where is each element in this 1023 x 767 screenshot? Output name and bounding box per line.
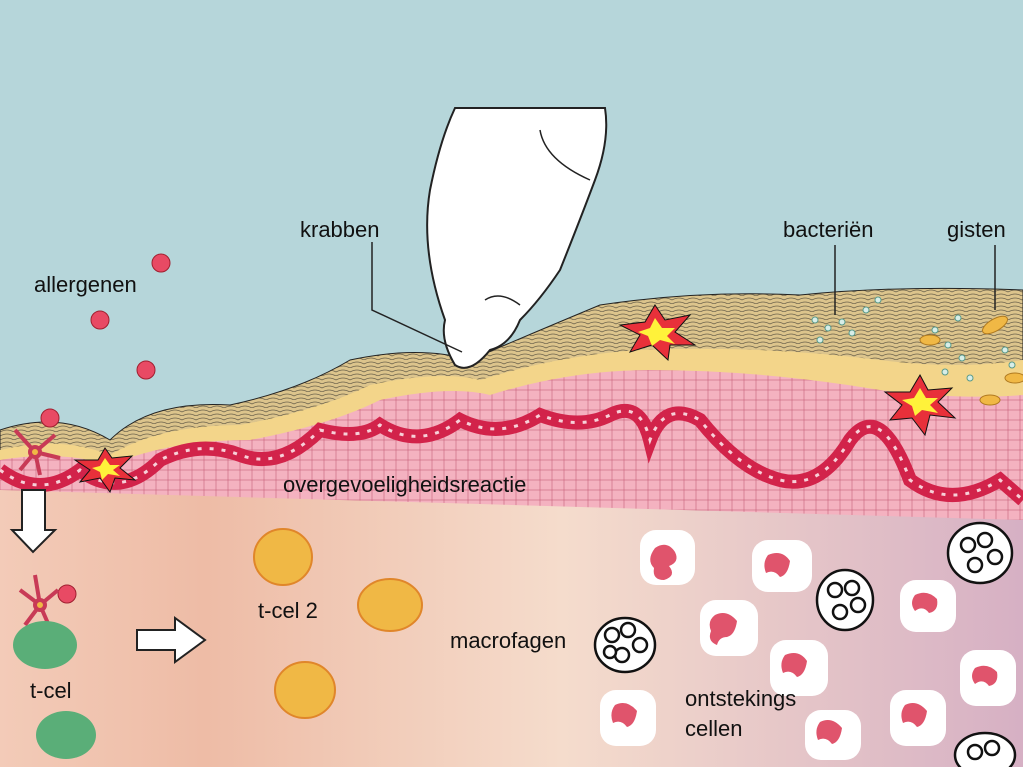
arrow-right-icon: [136, 616, 207, 664]
inflammatory-cell-group: [600, 530, 1016, 760]
dendritic-cell: [18, 574, 60, 629]
allergen-particles: [40, 253, 171, 604]
label-yeasts: gisten: [947, 217, 1006, 242]
t-cell: [36, 711, 96, 759]
label-t-cell: t-cel: [30, 678, 72, 703]
scratching-finger: [426, 107, 608, 369]
t-cell-2-group: [253, 528, 423, 719]
macrophage-group: [593, 521, 1017, 767]
bacteria-group: [811, 296, 1016, 382]
damage-burst-icon: [883, 373, 957, 437]
label-allergens: allergenen: [34, 272, 137, 297]
label-scratching: krabben: [300, 217, 380, 242]
label-inflammatory-cells-1: ontstekings: [685, 686, 797, 711]
damage-burst-icon: [73, 447, 137, 494]
label-hypersensitivity: overgevoeligheidsreactie: [283, 472, 527, 497]
damage-burst-icon: [618, 304, 697, 362]
label-inflammatory-cells-2: cellen: [685, 716, 743, 741]
arrow-down-icon: [9, 489, 58, 554]
dendritic-cell: [13, 428, 61, 476]
label-macrophages: macrofagen: [450, 628, 567, 653]
t-cell: [13, 621, 77, 669]
label-bacteria: bacteriën: [783, 217, 874, 242]
krabben-leader: [371, 242, 463, 353]
label-t-cell-2: t-cel 2: [258, 598, 318, 623]
yeast-group: [919, 315, 1023, 406]
